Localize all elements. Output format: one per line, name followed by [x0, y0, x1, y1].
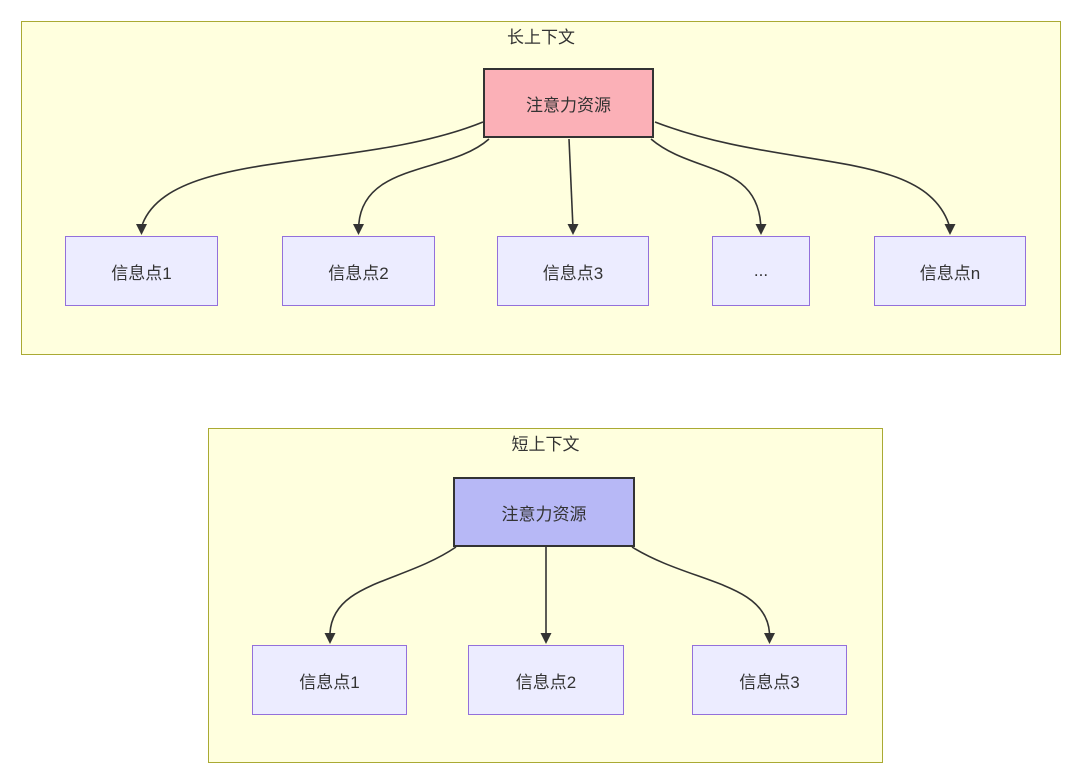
short-context-title: 短上下文: [511, 435, 580, 454]
info-node-long-2: 信息点2: [282, 236, 435, 306]
long-context-title: 长上下文: [507, 28, 575, 47]
info-node-short-2: 信息点2: [468, 645, 624, 715]
info-node-long-3: 信息点3: [497, 236, 649, 306]
info-node-short-3: 信息点3: [692, 645, 847, 715]
info-node-long-1: 信息点1: [65, 236, 218, 306]
attention-node-long: 注意力资源: [483, 68, 654, 138]
info-node-short-1: 信息点1: [252, 645, 407, 715]
info-node-long-ellipsis: ...: [712, 236, 810, 306]
attention-node-short: 注意力资源: [453, 477, 635, 547]
info-node-long-n: 信息点n: [874, 236, 1026, 306]
